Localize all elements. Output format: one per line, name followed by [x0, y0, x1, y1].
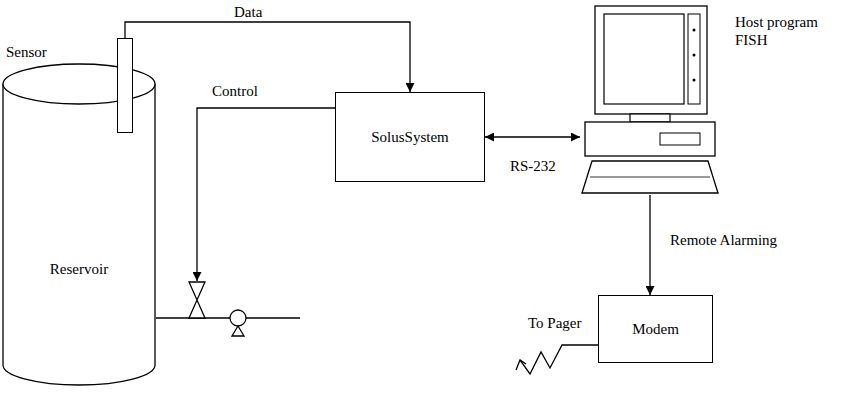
host-computer: Host program FISH	[580, 5, 720, 195]
modem-box: Modem	[598, 295, 713, 363]
node-label: Reservoir	[2, 260, 156, 278]
node-label: Host program FISH	[735, 13, 830, 49]
connector-arrow	[649, 195, 650, 295]
node-label: SolusSystem	[371, 128, 449, 146]
sensor-probe: Sensor	[117, 38, 133, 133]
connector-label: Data	[232, 3, 264, 21]
valve-symbol	[189, 282, 205, 318]
controller-box: SolusSystem	[335, 92, 485, 182]
connector-label: RS-232	[508, 157, 558, 175]
outlet-pipe	[246, 317, 300, 318]
pump-stand	[232, 326, 244, 336]
pump-symbol	[230, 310, 246, 326]
connector-arrow	[485, 136, 580, 137]
node-label: Sensor	[6, 43, 47, 61]
pager-signal	[520, 345, 598, 374]
connector-arrow	[125, 22, 410, 92]
connector-label: Remote Alarming	[668, 231, 779, 249]
signal-label: Control	[210, 82, 260, 100]
control-line	[197, 108, 335, 281]
node-label: Modem	[632, 320, 679, 338]
signal-label: To Pager	[526, 314, 584, 332]
pager-signal-tip	[516, 360, 526, 370]
